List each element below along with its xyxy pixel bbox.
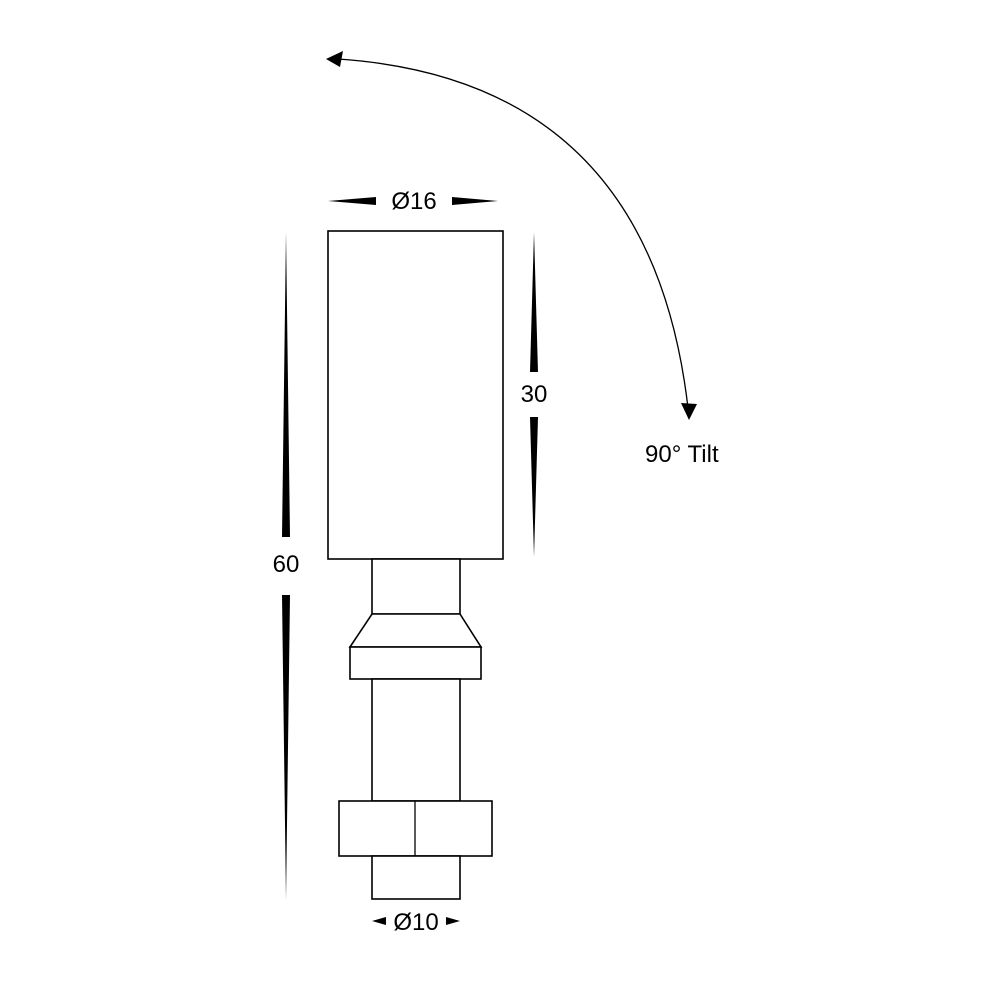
tilt-label: 90° Tilt	[645, 441, 719, 468]
thread-end	[371, 855, 461, 900]
head-height-dimension	[530, 232, 538, 557]
tilt-arc-arrow	[326, 51, 697, 420]
overall-height-label: 60	[273, 551, 300, 578]
head-height-label: 30	[521, 381, 548, 408]
overall-height-dimension	[282, 232, 290, 900]
threaded-shaft	[371, 678, 461, 802]
spike-body	[327, 230, 504, 900]
knuckle-cone	[348, 613, 483, 648]
knuckle-collar	[349, 646, 482, 680]
bottom-diameter-label: Ø10	[393, 909, 438, 936]
neck	[371, 558, 461, 615]
top-diameter-dimension	[328, 197, 498, 205]
bottom-diameter-dimension	[372, 917, 460, 925]
top-diameter-label: Ø16	[391, 188, 436, 215]
light-head	[327, 230, 504, 560]
